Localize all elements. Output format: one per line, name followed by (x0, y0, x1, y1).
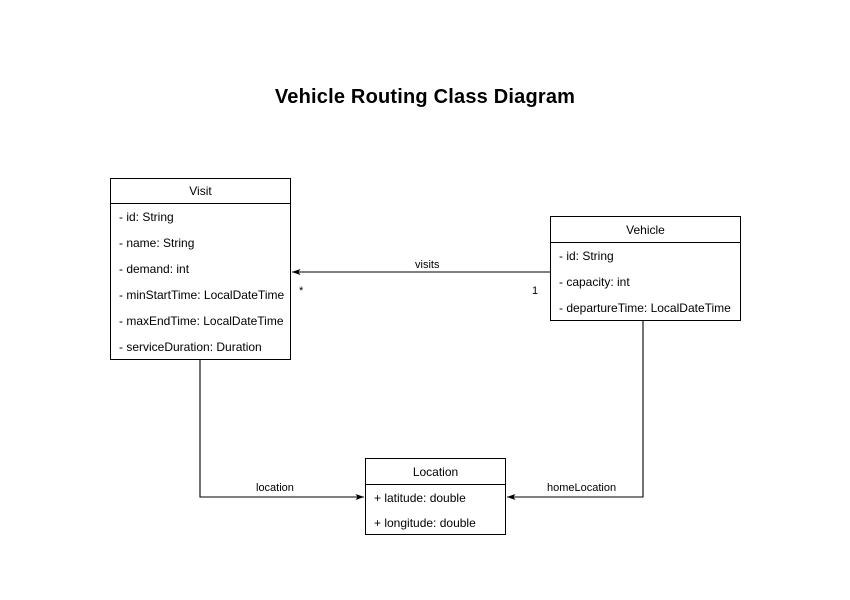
attribute-row: - id: String (559, 249, 614, 263)
edge-home-location (506, 321, 644, 501)
attribute-list-vehicle: - id: String - capacity: int - departure… (551, 243, 740, 321)
class-box-visit[interactable]: Visit - id: String - name: String - dema… (110, 178, 291, 360)
class-box-location[interactable]: Location + latitude: double + longitude:… (365, 458, 506, 535)
attribute-row: - serviceDuration: Duration (119, 340, 262, 354)
edge-label-visits: visits (412, 259, 443, 271)
edge-location (199, 360, 365, 500)
attribute-row: - name: String (119, 236, 195, 250)
class-name-visit: Visit (111, 179, 290, 204)
edge-multiplicity-visits-target: * (299, 285, 304, 297)
attribute-row: - minStartTime: LocalDateTime (119, 288, 285, 302)
attribute-row: + longitude: double (374, 515, 476, 530)
class-name-vehicle: Vehicle (551, 217, 740, 243)
attribute-row: - maxEndTime: LocalDateTime (119, 314, 284, 328)
edge-label-home-location: homeLocation (544, 482, 620, 494)
edge-multiplicity-visits-source: 1 (532, 285, 539, 297)
attribute-list-visit: - id: String - name: String - demand: in… (111, 204, 290, 360)
attribute-row: + latitude: double (374, 490, 466, 505)
class-box-vehicle[interactable]: Vehicle - id: String - capacity: int - d… (550, 216, 741, 321)
diagram-title: Vehicle Routing Class Diagram (274, 86, 576, 108)
attribute-row: - id: String (119, 210, 174, 224)
edge-label-location: location (253, 482, 297, 494)
attribute-row: - capacity: int (559, 275, 630, 289)
class-name-location: Location (366, 459, 505, 485)
attribute-list-location: + latitude: double + longitude: double (366, 485, 505, 535)
attribute-row: - demand: int (119, 262, 190, 276)
attribute-row: - departureTime: LocalDateTime (559, 301, 731, 315)
